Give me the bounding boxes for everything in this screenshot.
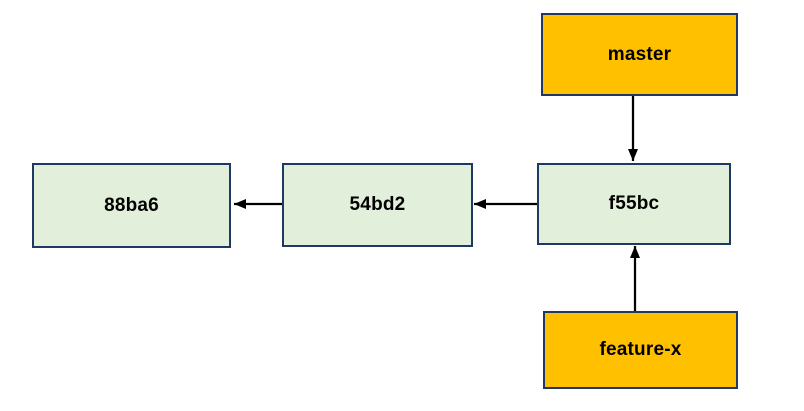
node-commit-88ba6: 88ba6 — [32, 163, 231, 248]
node-branch-feature-x: feature-x — [543, 311, 738, 389]
node-label-feature-x: feature-x — [599, 339, 682, 360]
node-commit-f55bc: f55bc — [537, 163, 731, 245]
node-label-f55bc: f55bc — [608, 193, 660, 214]
node-branch-master: master — [541, 13, 738, 96]
node-commit-54bd2: 54bd2 — [282, 163, 473, 247]
node-label-master: master — [607, 43, 672, 65]
node-label-88ba6: 88ba6 — [104, 194, 159, 216]
node-label-54bd2: 54bd2 — [349, 194, 406, 215]
